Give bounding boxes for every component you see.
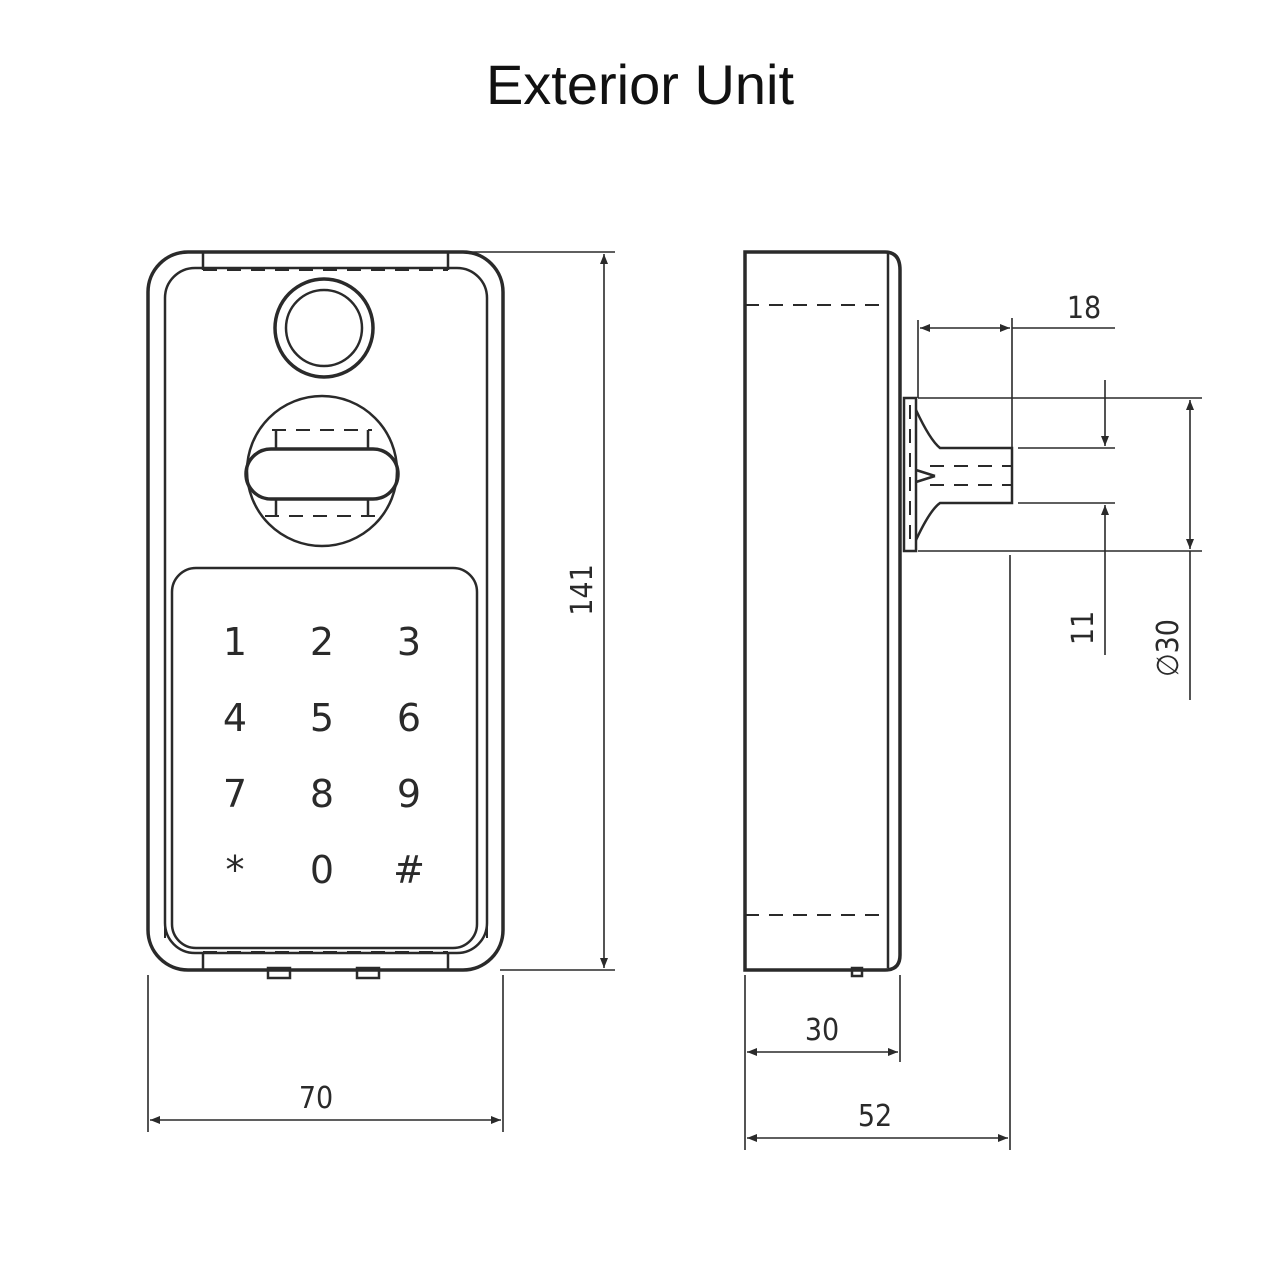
keypad-key: 3 xyxy=(397,620,421,664)
dimension-spindle-size-label: 11 xyxy=(1066,611,1101,645)
keypad-key: 8 xyxy=(310,772,334,816)
keypad-key: 7 xyxy=(223,772,247,816)
keypad-key: 9 xyxy=(397,772,421,816)
keypad-key: 4 xyxy=(223,696,247,740)
keypad-key: 2 xyxy=(310,620,334,664)
keypad-key: 0 xyxy=(310,848,334,892)
bottom-tab-left xyxy=(266,966,292,980)
keypad-key: 1 xyxy=(223,620,247,664)
dimension-spindle-size: 11 xyxy=(1018,380,1115,655)
side-view xyxy=(743,250,1014,978)
keypad-keys: 1 2 3 4 5 6 7 8 9 * 0 # xyxy=(223,620,425,892)
dimension-spindle-length-label: 18 xyxy=(1067,291,1101,326)
dimension-depth-body-label: 30 xyxy=(805,1013,839,1048)
bottom-tab-right xyxy=(355,966,381,980)
keypad-key: * xyxy=(226,848,245,892)
keypad-key: 6 xyxy=(397,696,421,740)
dimension-height-label: 141 xyxy=(565,564,600,616)
keypad-panel xyxy=(170,566,479,950)
fingerprint-sensor xyxy=(273,277,375,379)
keypad-key: # xyxy=(393,848,425,892)
spindle-boss xyxy=(902,396,1014,553)
dimension-depth-total: 52 xyxy=(747,555,1011,1150)
dimension-width: 70 xyxy=(147,975,504,1132)
thumb-turn-knob xyxy=(244,394,400,548)
front-outer-housing xyxy=(146,250,505,972)
keypad-key: 5 xyxy=(310,696,334,740)
dimension-boss-diameter-label: ∅30 xyxy=(1151,619,1186,677)
side-housing xyxy=(743,250,902,972)
front-view: 1 2 3 4 5 6 7 8 9 * 0 # xyxy=(146,250,505,980)
dimension-spindle-length: 18 xyxy=(917,291,1115,448)
dimension-boss-diameter: ∅30 xyxy=(918,397,1202,700)
dimension-width-label: 70 xyxy=(299,1081,333,1116)
dimension-height: 141 xyxy=(465,251,615,971)
drawing-title: Exterior Unit xyxy=(485,53,795,116)
dimension-depth-total-label: 52 xyxy=(858,1099,892,1134)
dimension-depth-body: 30 xyxy=(744,975,901,1150)
